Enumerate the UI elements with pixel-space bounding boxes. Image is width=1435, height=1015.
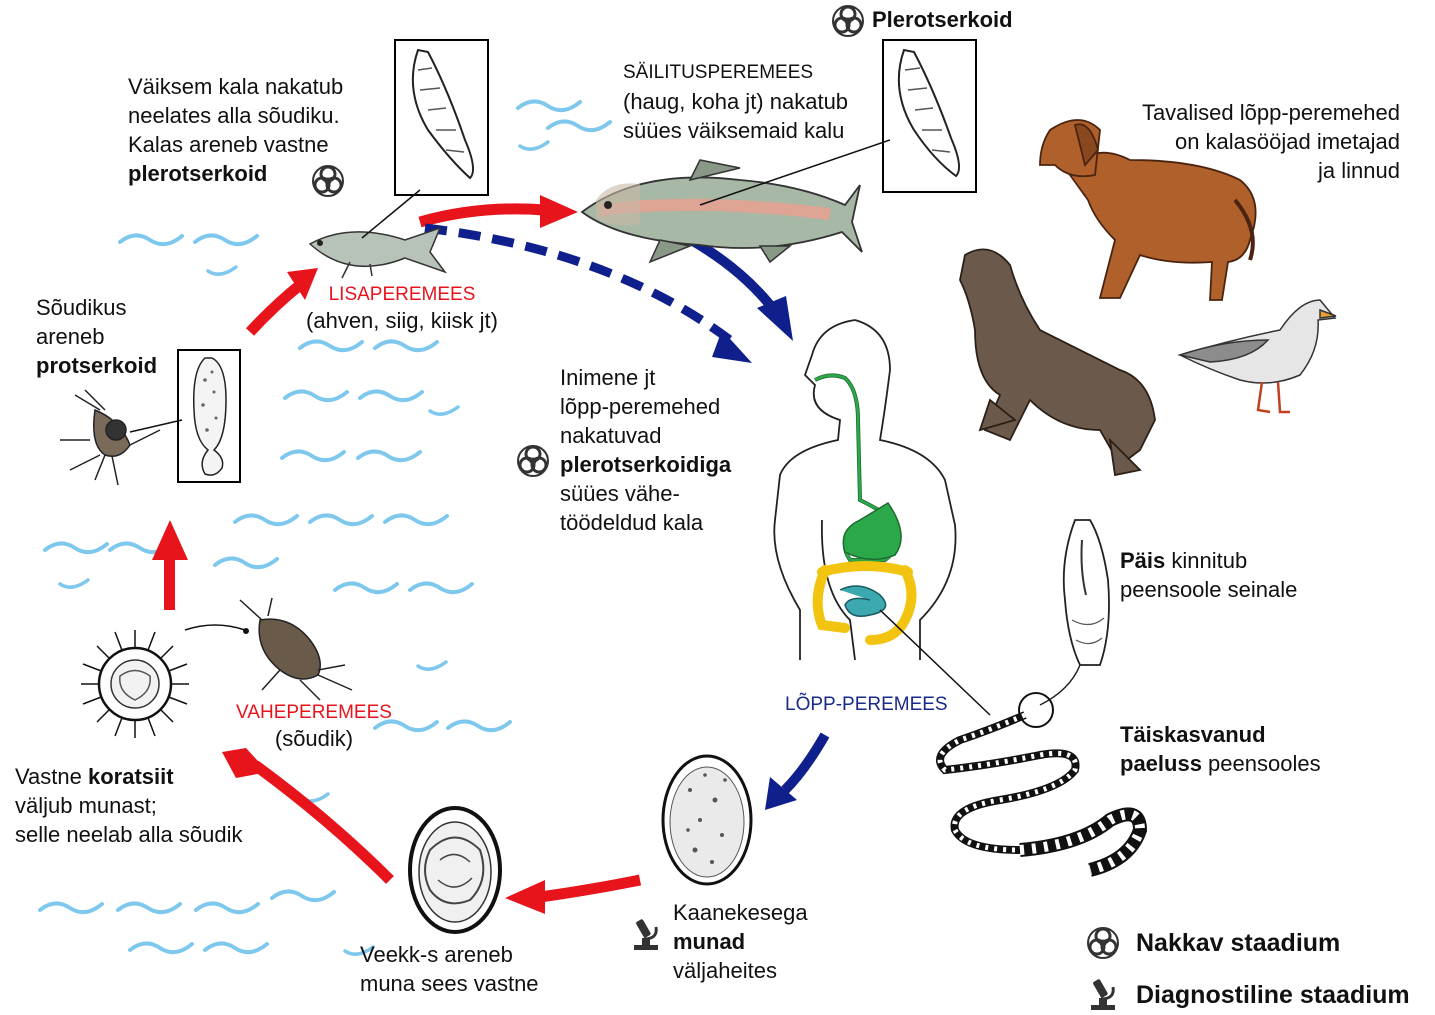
plerocercoid-box-large <box>883 40 976 192</box>
biohazard-icon <box>833 6 863 36</box>
small-fish-infection-text: Väiksem kala nakatub neelates alla sõudi… <box>128 72 343 188</box>
text-line: neelates alla sõudiku. <box>128 101 343 130</box>
text-rest: kinnitub <box>1165 548 1247 573</box>
eggs-text: Kaanekesega munad väljaheites <box>673 898 808 985</box>
small-fish-illustration <box>310 190 445 278</box>
text-line: Kaanekesega <box>673 898 808 927</box>
first-host-sub: (sõudik) <box>232 726 396 752</box>
text-rest: Vastne <box>15 764 88 789</box>
operculated-egg-illustration <box>663 756 751 884</box>
procercoid-text: Sõudikus areneb protserkoid <box>36 293 157 380</box>
text-line: süües vähe- <box>560 479 731 508</box>
text-line: töödeldud kala <box>560 508 731 537</box>
biohazard-icon <box>518 446 548 476</box>
adult-tapeworm-illustration <box>940 715 1140 870</box>
scolex-text: Päis kinnitub peensoole seinale <box>1120 546 1297 604</box>
second-host-name: LISAPEREMEES <box>292 282 512 308</box>
text-line: protserkoid <box>36 351 157 380</box>
text-bold: koratsiit <box>88 764 174 789</box>
copepod-procercoid-illustration <box>60 390 182 485</box>
definitive-animals-text: Tavalised lõpp-peremehed on kalasööjad i… <box>1090 98 1400 185</box>
plerocercoid-box-small <box>395 40 488 195</box>
legend-diagnostic-stage: Diagnostiline staadium <box>1136 980 1410 1010</box>
text-line: Tavalised lõpp-peremehed <box>1090 98 1400 127</box>
copepod-first-host-illustration <box>240 598 352 700</box>
adult-worm-text: Täiskasvanud paeluss peensooles <box>1120 720 1321 778</box>
text-line: väljaheites <box>673 956 808 985</box>
text-line: plerotserkoidiga <box>560 450 731 479</box>
legend-infective-stage: Nakkav staadium <box>1136 928 1340 958</box>
coracidium-illustration <box>81 625 249 738</box>
second-host-examples: (ahven, siig, kiisk jt) <box>292 308 512 334</box>
text-line: muna sees vastne <box>360 969 539 998</box>
human-infection-text: Inimene jt lõpp-peremehed nakatuvad pler… <box>560 363 731 537</box>
text-line: nakatuvad <box>560 421 731 450</box>
text-line: munad <box>673 927 808 956</box>
text-line: selle neelab alla sõudik <box>15 820 243 849</box>
text-line: (haug, koha jt) nakatub <box>623 87 848 116</box>
text-line: on kalasööjad imetajad <box>1090 127 1400 156</box>
text-line: peensoole seinale <box>1120 575 1297 604</box>
text-line: Kalas areneb vastne <box>128 130 343 159</box>
text-line: Inimene jt <box>560 363 731 392</box>
gull-illustration <box>1180 300 1336 412</box>
text-bold: paeluss <box>1120 751 1202 776</box>
plerocercoid-title: Plerotserkoid <box>872 5 1013 34</box>
text-line: SÄILITUSPEREMEES <box>623 58 848 87</box>
procercoid-box <box>178 350 240 482</box>
text-line: plerotserkoid <box>128 159 343 188</box>
text-bold: Päis <box>1120 548 1165 573</box>
microscope-icon <box>1091 979 1115 1010</box>
text-line: Veekk-s areneb <box>360 940 539 969</box>
text-line: Sõudikus <box>36 293 157 322</box>
text-line: ja linnud <box>1090 156 1400 185</box>
digestive-tract <box>815 375 990 715</box>
second-host-label: LISAPEREMEES (ahven, siig, kiisk jt) <box>292 282 512 334</box>
text-line: Täiskasvanud <box>1120 720 1321 749</box>
coracidium-text: Vastne koratsiit väljub munast; selle ne… <box>15 762 243 849</box>
text-rest: peensooles <box>1202 751 1321 776</box>
text-line: areneb <box>36 322 157 351</box>
biohazard-icon <box>1088 928 1118 958</box>
text-line: väljub munast; <box>15 791 243 820</box>
first-host-label: VAHEPEREMEES (sõudik) <box>232 700 396 752</box>
text-line: lõpp-peremehed <box>560 392 731 421</box>
large-fish-illustration <box>582 140 890 262</box>
microscope-icon <box>634 919 658 950</box>
egg-with-larva-illustration <box>410 808 500 932</box>
definitive-host-label: LÕPP-PEREMEES <box>785 690 948 719</box>
scolex-illustration <box>1019 520 1109 727</box>
water-egg-text: Veekk-s areneb muna sees vastne <box>360 940 539 998</box>
first-host-name: VAHEPEREMEES <box>232 700 396 726</box>
text-line: Väiksem kala nakatub <box>128 72 343 101</box>
paratenic-host-text: SÄILITUSPEREMEES (haug, koha jt) nakatub… <box>623 58 848 145</box>
text-line: süües väiksemaid kalu <box>623 116 848 145</box>
